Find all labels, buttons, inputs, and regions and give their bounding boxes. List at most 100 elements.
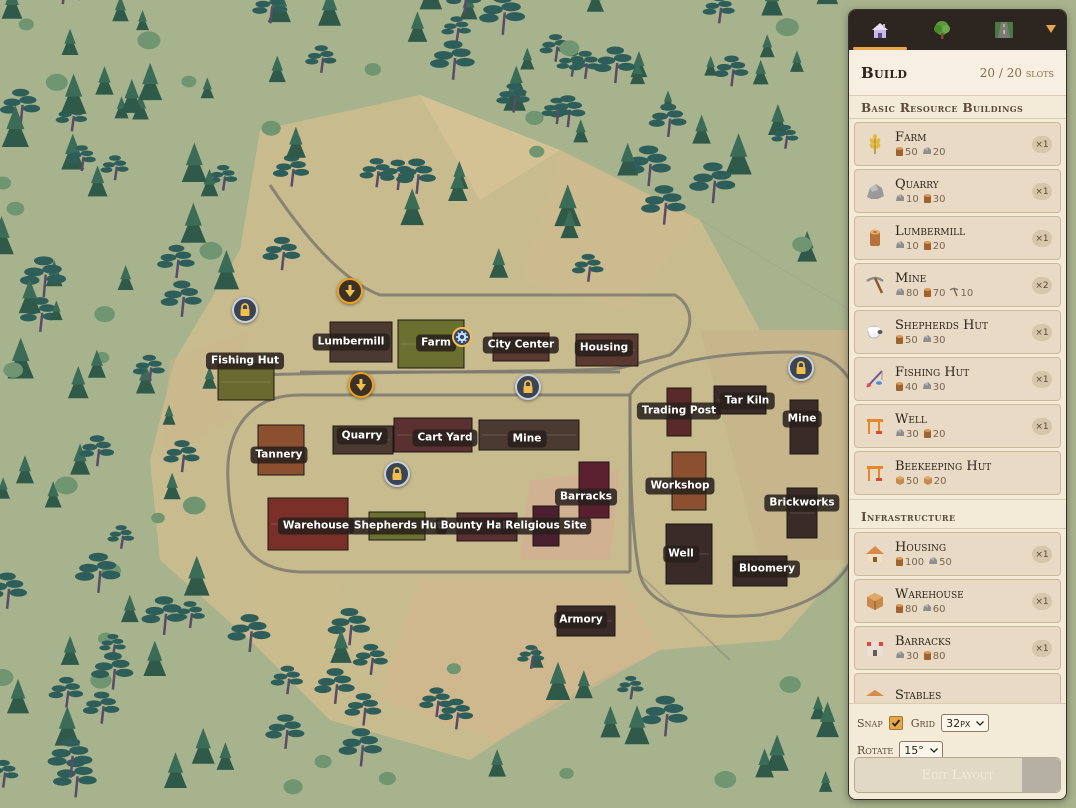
map-label-city-center[interactable]: City Center: [482, 336, 560, 354]
map-label-armory[interactable]: Armory: [554, 611, 608, 629]
buildings-tab[interactable]: [849, 10, 911, 50]
stone-icon: [922, 603, 932, 615]
cost-amount: 10: [906, 240, 919, 252]
tree: [181, 142, 207, 182]
tree: [200, 168, 219, 197]
tree: [100, 155, 129, 181]
tree: [641, 695, 688, 737]
tree: [559, 767, 574, 780]
map-label-cart-yard[interactable]: Cart Yard: [412, 429, 478, 447]
edit-layout-button[interactable]: Edit Layout: [854, 757, 1061, 793]
map-label-tar-kiln[interactable]: Tar Kiln: [719, 392, 775, 410]
cost-amount: 80: [932, 650, 946, 662]
tree: [270, 665, 303, 695]
tree: [630, 60, 646, 85]
wood-cost: 70: [923, 287, 946, 300]
map-label-mine-east[interactable]: Mine: [782, 410, 822, 428]
stone-icon: [895, 240, 905, 252]
tree: [0, 669, 14, 686]
tree: [554, 184, 582, 227]
slots-counter: 20 / 20 slots: [979, 65, 1054, 80]
tree: [163, 472, 181, 500]
tree: [44, 481, 62, 508]
tree: [67, 366, 89, 399]
snap-checkbox[interactable]: [888, 716, 903, 730]
map-label-trading-post[interactable]: Trading Post: [636, 402, 722, 420]
count-badge: ×1: [1032, 324, 1052, 341]
card-name: Beekeeping Hut: [895, 458, 992, 474]
tree: [314, 754, 332, 769]
building-fishing-hut: [217, 363, 275, 401]
dropdown-arrow-icon[interactable]: [1044, 22, 1058, 36]
map-label-mine[interactable]: Mine: [507, 430, 547, 448]
lock-icon[interactable]: [788, 355, 814, 381]
map-label-lumbermill[interactable]: Lumbermill: [312, 333, 390, 351]
gear-icon[interactable]: [452, 327, 472, 347]
map-label-barracks[interactable]: Barracks: [555, 488, 617, 506]
map-label-farm[interactable]: Farm: [416, 334, 456, 352]
map-label-well[interactable]: Well: [663, 545, 699, 563]
tree: [792, 236, 813, 253]
nature-tab[interactable]: [911, 10, 973, 50]
grid-select[interactable]: 32px: [941, 714, 990, 732]
tree: [752, 59, 769, 85]
checkmark-icon: [891, 719, 900, 727]
map-label-workshop[interactable]: Workshop: [645, 477, 715, 495]
map-label-religious-site[interactable]: Religious Site: [500, 517, 592, 535]
map-label-bloomery[interactable]: Bloomery: [733, 560, 801, 578]
count-badge: ×1: [1032, 640, 1052, 657]
tree: [18, 278, 41, 314]
map-label-warehouse[interactable]: Warehouse: [277, 517, 355, 535]
tree: [364, 63, 381, 76]
map-label-tannery[interactable]: Tannery: [250, 446, 308, 464]
cost-amount: 40: [905, 381, 918, 393]
lock-icon[interactable]: [515, 374, 541, 400]
lock-icon[interactable]: [384, 461, 410, 487]
tree: [702, 0, 735, 24]
cost-amount: 70: [932, 287, 946, 299]
road-icon: [995, 22, 1013, 38]
map-label-fishing-hut[interactable]: Fishing Hut: [205, 352, 285, 370]
tree: [15, 455, 34, 484]
wood-icon: [895, 556, 904, 569]
cost-amount: 50: [905, 146, 918, 158]
map-label-brickworks[interactable]: Brickworks: [764, 494, 840, 512]
stone-icon: [895, 428, 905, 440]
map-label-quarry[interactable]: Quarry: [336, 427, 388, 445]
wood-icon: [923, 287, 932, 300]
wood-cost: 50: [895, 146, 918, 159]
count-badge: ×1: [1032, 593, 1052, 610]
roads-tab[interactable]: [973, 10, 1035, 50]
map-label-bounty-hall[interactable]: Bounty Hall: [435, 517, 515, 535]
lock-icon[interactable]: [232, 297, 258, 323]
tree: [87, 349, 106, 378]
arrow-down-icon[interactable]: [337, 278, 363, 304]
tree: [818, 770, 833, 792]
tree: [378, 771, 396, 786]
map-label-housing[interactable]: Housing: [574, 339, 634, 357]
map-label-shepherds-hut[interactable]: Shepherds Hut: [348, 517, 448, 535]
tree: [586, 0, 604, 12]
tree: [689, 162, 736, 204]
count-badge: ×2: [1032, 277, 1052, 294]
tree: [559, 40, 580, 56]
tree: [692, 114, 711, 144]
arrow-down-icon[interactable]: [348, 372, 374, 398]
build-card-stables[interactable]: Stables: [854, 673, 1061, 705]
cost-amount: 80: [905, 603, 918, 615]
tree: [268, 55, 286, 83]
